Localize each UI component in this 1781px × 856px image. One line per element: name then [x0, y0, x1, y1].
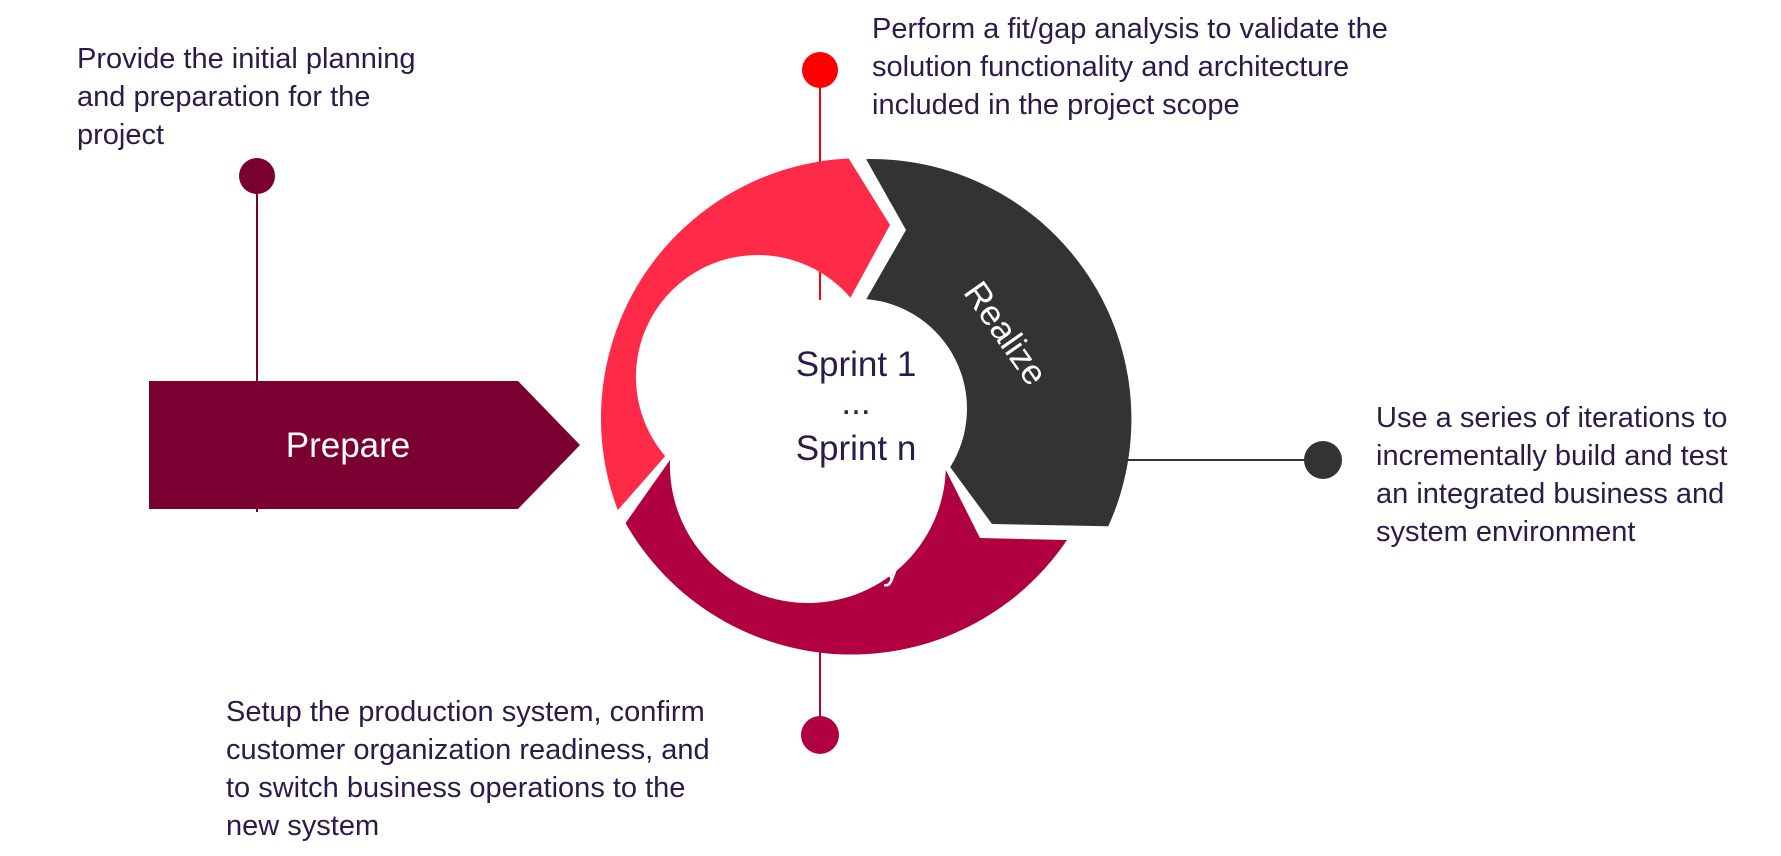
explore-segment — [600, 158, 890, 511]
deploy-description-line: Setup the production system, confirm — [226, 696, 705, 728]
realize-connector-dot — [1304, 441, 1342, 479]
realize-description-line: an integrated business and — [1376, 478, 1725, 510]
prepare-description-line: Provide the initial planning — [77, 43, 416, 75]
prepare-arrow-shape — [149, 381, 580, 509]
prepare-description-line: and preparation for the — [77, 81, 371, 113]
deploy-description: Setup the production system, confirm cus… — [226, 693, 710, 845]
deploy-description-line: new system — [226, 810, 380, 842]
sprint-center-circle — [740, 298, 960, 518]
prepare-description-line: project — [77, 119, 165, 151]
deploy-connector-dot — [801, 716, 839, 754]
realize-description-line: incrementally build and test — [1376, 440, 1728, 472]
explore-description-line: Perform a fit/gap analysis to validate t… — [872, 13, 1388, 45]
realize-segment — [866, 159, 1132, 527]
explore-connector-dot — [802, 52, 838, 88]
prepare-connector-dot — [239, 158, 275, 194]
explore-description-line: included in the project scope — [872, 89, 1240, 121]
sprint-ellipsis: ... — [841, 383, 870, 422]
sprint-start-label: Sprint 1 — [796, 345, 917, 384]
explore-description: Perform a fit/gap analysis to validate t… — [872, 10, 1388, 124]
deploy-description-line: to switch business operations to the — [226, 772, 686, 804]
explore-description-line: solution functionality and architecture — [872, 51, 1350, 83]
realize-description-line: Use a series of iterations to — [1376, 402, 1728, 434]
deploy-segment — [625, 460, 1067, 655]
prepare-label: Prepare — [286, 426, 411, 465]
sprint-end-label: Sprint n — [796, 429, 917, 468]
realize-description: Use a series of iterations to incrementa… — [1376, 399, 1727, 551]
deploy-description-line: customer organization readiness, and — [226, 734, 710, 766]
realize-description-line: system environment — [1376, 516, 1636, 548]
deploy-label: Deploy — [792, 548, 901, 587]
prepare-description: Provide the initial planning and prepara… — [77, 40, 416, 154]
